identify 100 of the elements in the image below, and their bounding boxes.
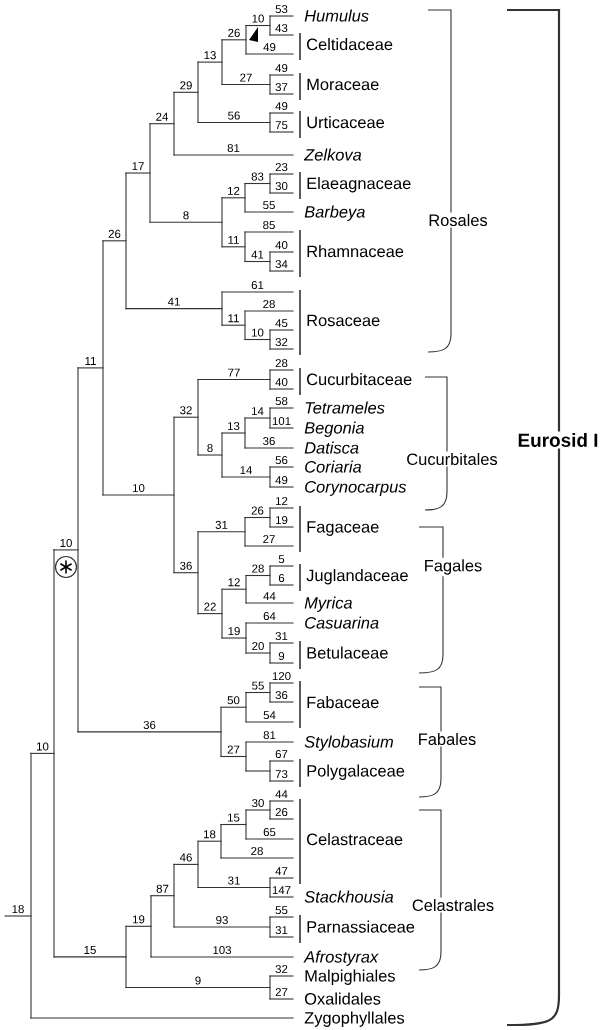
branch-length: 36: [275, 691, 288, 700]
branch-length: 31: [275, 632, 288, 641]
taxon-label: Myrica: [304, 596, 353, 612]
branch-length: 9: [195, 976, 201, 985]
branch-length: 36: [143, 720, 156, 729]
taxon-label: Corynocarpus: [305, 481, 407, 496]
branch-length: 65: [263, 828, 276, 837]
branch-length: 36: [263, 437, 275, 446]
branch-length: 10: [252, 328, 264, 337]
branch-length: 55: [252, 681, 264, 690]
branch-length: 26: [228, 28, 240, 37]
branch-length: 34: [275, 260, 288, 269]
branch-length: 15: [84, 946, 96, 954]
branch-length: 27: [263, 535, 275, 543]
taxon-label: Coriaria: [305, 460, 362, 473]
branch-length: 15: [228, 813, 240, 822]
taxon-label: Datisca: [304, 441, 359, 454]
clade-label: Fabales: [416, 731, 478, 747]
branch-length: 53: [275, 5, 288, 14]
branch-length: 81: [227, 144, 240, 153]
branch-length: 20: [252, 642, 264, 651]
branch-length: 12: [276, 497, 288, 505]
branch-length: 77: [228, 368, 240, 377]
taxon-label: Fagaceae: [307, 521, 379, 536]
branch-length: 54: [263, 711, 276, 720]
branch-length: 26: [275, 808, 288, 817]
branch-length: 11: [228, 314, 239, 323]
branch-length: 49: [263, 43, 276, 52]
branch-length: 6: [278, 574, 285, 583]
branch-length: 56: [228, 111, 240, 120]
taxon-label: Parnassiaceae: [307, 920, 415, 933]
branch-length: 13: [204, 51, 216, 60]
taxon-label: Celastraceae: [307, 833, 403, 846]
branch-length: 93: [216, 916, 228, 925]
branch-length: 103: [213, 946, 232, 955]
taxon-label: Zelkova: [303, 148, 362, 161]
branch-length: 120: [272, 672, 291, 681]
branch-length: 22: [204, 602, 216, 611]
clade-label: Cucurbitales: [404, 451, 500, 467]
branch-length: 49: [275, 476, 288, 485]
branch-length: 19: [276, 516, 288, 525]
branch-length: 36: [180, 561, 192, 570]
taxon-label: Malpighiales: [305, 969, 395, 985]
branch-length: 8: [207, 444, 213, 453]
branch-length: 83: [251, 172, 264, 181]
branch-length: 13: [228, 422, 240, 431]
branch-length: 49: [275, 102, 288, 111]
branch-length: 32: [180, 406, 192, 415]
branch-length: 26: [108, 229, 121, 238]
branch-length: 44: [263, 592, 276, 600]
branch-length: 14: [252, 407, 264, 415]
branch-length: 47: [275, 867, 288, 875]
branch-length: 12: [228, 578, 240, 587]
taxon-label: Rosaceae: [307, 314, 380, 327]
branch-length: 29: [180, 81, 192, 90]
clade-label: Rosales: [426, 212, 490, 228]
branch-length: 58: [275, 397, 288, 406]
branch-length: 55: [263, 201, 275, 210]
branch-length: 147: [272, 886, 291, 894]
clade-label: Fagales: [422, 557, 484, 577]
taxon-label: Fabaceae: [307, 696, 379, 709]
branch-length: 85: [263, 221, 275, 230]
branch-length: 24: [156, 112, 169, 121]
branch-length: 56: [275, 456, 288, 465]
branch-length: 41: [251, 250, 264, 259]
branch-length: 28: [263, 300, 275, 309]
taxon-label: Rhamnaceae: [307, 245, 404, 258]
taxon-label: Tetrameles: [305, 401, 385, 414]
taxon-label: Afrostyrax: [303, 950, 379, 966]
branch-length: 10: [252, 14, 264, 23]
branch-length: 11: [85, 357, 96, 365]
taxon-label: Begonia: [304, 421, 364, 437]
taxon-label: Cucurbitaceae: [307, 373, 412, 386]
clade-label: Celastrales: [410, 897, 496, 913]
taxon-label: Barbeya: [304, 205, 365, 221]
branch-length: 40: [275, 241, 288, 250]
branch-length: 27: [275, 988, 288, 996]
branch-length: 81: [263, 731, 276, 740]
branch-length: 49: [275, 64, 288, 73]
branch-length: 8: [183, 211, 189, 220]
branch-length: 31: [215, 520, 228, 529]
branch-length: 43: [275, 24, 288, 33]
branch-length: 41: [167, 297, 180, 306]
taxon-label: Stylobasium: [304, 735, 393, 751]
branch-length: 67: [275, 750, 288, 759]
branch-length: 27: [227, 745, 240, 754]
branch-length: 73: [275, 770, 288, 779]
branch-length: 28: [251, 847, 263, 856]
branch-length: 55: [275, 906, 288, 915]
branch-length: 32: [275, 965, 288, 974]
branch-length: 37: [275, 83, 288, 92]
clade-label: Eurosid I: [516, 431, 600, 449]
taxon-label: Oxalidales: [305, 992, 381, 1005]
branch-length: 28: [275, 359, 288, 368]
branch-length: 26: [251, 506, 264, 515]
branch-length: 5: [278, 555, 285, 564]
branch-length: 10: [133, 484, 145, 493]
taxon-label: Elaeagnaceae: [307, 177, 411, 193]
taxon-label: Stackhousia: [304, 890, 394, 903]
taxon-label: Zygophyllales: [304, 1011, 405, 1027]
